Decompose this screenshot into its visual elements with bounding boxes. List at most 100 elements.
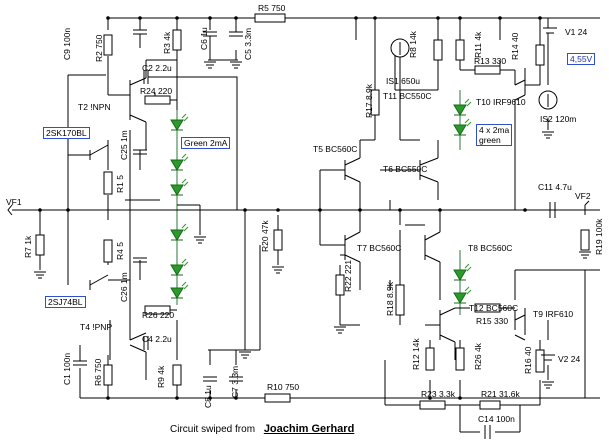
vf2-label: VF2	[575, 191, 591, 201]
vf1-label: VF1	[6, 197, 22, 207]
r12-label: R12 14k	[411, 338, 421, 370]
voltage-readout: 4,55V	[567, 53, 596, 65]
r8-body	[433, 39, 443, 61]
r22-body	[335, 274, 345, 296]
r8-label: R8 14k	[408, 30, 418, 58]
r15-body	[474, 303, 501, 313]
t5-label: T5 BC560C	[313, 144, 357, 154]
r1-label: R1 5	[115, 175, 125, 193]
r2-body	[103, 34, 113, 56]
r7-body	[35, 234, 45, 256]
r11-body	[455, 39, 465, 61]
r19-body	[580, 229, 590, 251]
r6-body	[103, 364, 113, 386]
c7-label: C7 3.3m	[230, 366, 240, 398]
r9-label: R9 4k	[156, 365, 166, 388]
led-top-note: Green 2mA	[181, 137, 231, 149]
c26-body	[133, 257, 147, 263]
r23-body	[419, 400, 446, 410]
r14-label: R14 40	[510, 32, 520, 60]
wiring	[12, 17, 600, 433]
r15-label: R15 330	[476, 316, 508, 326]
r4-label: R4 5	[115, 242, 125, 260]
v1-body	[543, 18, 557, 60]
c11-body	[549, 202, 556, 218]
c14-label: C14 100n	[478, 414, 515, 424]
is1-label: IS1 650u	[386, 76, 420, 86]
c25-body	[133, 149, 147, 155]
labels: R5 750 R2 750 R3 4k R24 220 R1 5 R4 5 R7…	[6, 3, 604, 424]
c8-body	[203, 376, 217, 382]
t4-label: T4 !PNP	[80, 322, 112, 332]
led-right-note-line1: 4 x 2ma	[479, 125, 510, 135]
credit-prefix: Circuit swiped from	[170, 424, 256, 435]
c25-label: C25 1m	[119, 130, 129, 160]
r26b-body	[455, 347, 465, 371]
c6-label: C6 1u	[199, 27, 209, 50]
c4-body	[143, 336, 149, 350]
c14-body	[484, 425, 491, 439]
r26-body	[144, 305, 171, 315]
v2-body	[541, 354, 555, 361]
r19-label: R19 100k	[594, 218, 604, 255]
r18-body	[395, 284, 405, 316]
r23-label: R23 3.3k	[421, 389, 456, 399]
t12-label: T12 BC560C	[469, 303, 518, 313]
r22-label: R22 221	[343, 260, 353, 292]
c1-label: C1 100n	[62, 353, 72, 385]
r12-body	[425, 347, 435, 371]
r1-body	[103, 171, 113, 195]
t8-label: T8 BC560C	[468, 243, 512, 253]
r20-body	[273, 229, 283, 251]
r11-label: R11 4k	[473, 31, 483, 58]
credit-author: Joachim Gerhard	[263, 423, 355, 435]
c5-body	[229, 31, 243, 37]
c6-body	[203, 31, 217, 50]
r21-body	[479, 400, 501, 410]
is2-label: IS2 120m	[540, 114, 576, 124]
r3-body	[172, 29, 182, 51]
c1-body	[73, 345, 87, 366]
t9-label: T9 IRF610	[533, 309, 573, 319]
r13-label: R13 330	[474, 56, 506, 66]
r26-label: R26 220	[142, 310, 174, 320]
r21-label: R21 31.6k	[481, 389, 520, 399]
c26-label: C26 1m	[119, 272, 129, 302]
c5-label: C5 3.3m	[243, 28, 253, 60]
r17-label: R17 8.9k	[364, 83, 374, 118]
credit-footer: Circuit swiped from Joachim Gerhard	[170, 423, 354, 435]
r24-label: R24 220	[140, 86, 172, 96]
t2-label: T2 !NPN	[78, 102, 111, 112]
r6-label: R6 750	[93, 358, 103, 386]
r13-body	[474, 65, 501, 75]
r18-label: R18 8.9k	[385, 281, 395, 316]
r2-label: R2 750	[94, 34, 104, 62]
r10-body	[264, 393, 291, 403]
c8-label: C8 1u	[203, 385, 213, 408]
r5-label: R5 750	[258, 3, 286, 13]
c9-body	[133, 29, 147, 48]
r24-body	[144, 95, 171, 105]
r3-label: R3 4k	[162, 31, 172, 54]
r17-body	[370, 89, 380, 116]
led-right-note: 4 x 2ma green	[476, 124, 513, 146]
t10-label: T10 IRF9610	[476, 97, 526, 107]
r4-body	[103, 239, 113, 263]
c9-label: C9 100n	[62, 28, 72, 60]
r7-label: R7 1k	[23, 235, 33, 258]
v2-label: V2 24	[558, 354, 580, 364]
r16-body	[535, 349, 545, 373]
c4-label: C4 2.2u	[142, 334, 172, 344]
r10-label: R10 750	[267, 382, 299, 392]
r14-body	[535, 44, 545, 66]
r16-label: R16 40	[523, 346, 533, 374]
led-right-note-line2: green	[479, 135, 501, 145]
r26b-label: R26 4k	[473, 342, 483, 370]
jfet-bottom-note: 2SJ74BL	[45, 296, 86, 308]
t7-label: T7 BC560C	[357, 243, 401, 253]
c2-label: C2 2.2u	[142, 63, 172, 73]
t6-label: T6 BC550C	[383, 164, 427, 174]
c11-label: C11 4.7u	[538, 182, 572, 192]
v1-label: V1 24	[565, 27, 587, 37]
